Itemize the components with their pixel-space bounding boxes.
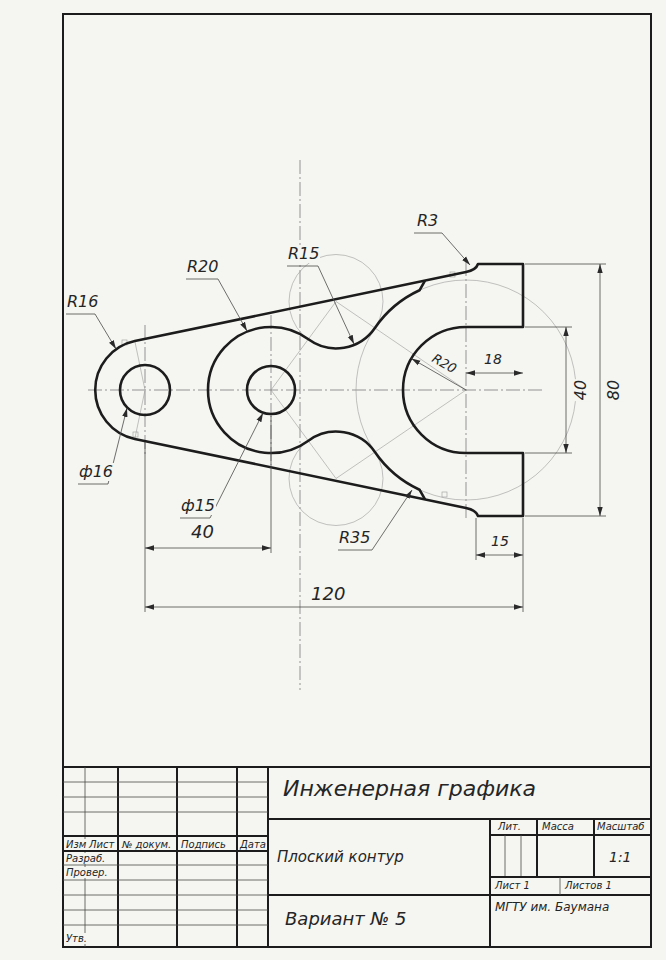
center-lines [88,160,545,690]
subject-title: Инженерная графика [282,777,537,801]
drawing-name: Плоский контур [276,849,405,866]
table-header: Лит. [497,821,522,832]
scale-value: 1:1 [608,850,633,865]
diameter-label: ф15 [180,497,216,515]
radius-label: R35 [338,529,371,547]
dimension-label: 120 [310,584,346,604]
table-cell: Провер. [65,867,109,878]
dimension-label: 80 [605,379,623,401]
radius-label: R20 [428,351,459,377]
dimension-label: 18 [483,352,503,367]
table-header: Лист [88,839,115,850]
table-header: Масштаб [596,821,646,832]
table-header: Подпись [180,839,227,850]
table-cell: Листов 1 [564,880,613,891]
table-cell: Разраб. [65,853,106,864]
dimension-label: 40 [572,379,590,401]
organization-name: МГТУ им. Баумана [494,901,610,914]
sheet-frame [63,14,651,947]
dimension-label: 15 [490,534,510,549]
table-header: Дата [239,839,267,850]
table-cell: Утв. [65,933,88,944]
radius-label: R3 [416,212,439,230]
radius-label: R16 [66,293,99,311]
table-header: Масса [541,821,575,832]
table-header: № докум. [121,839,172,850]
variant-number: Вариант № 5 [284,909,407,929]
table-header: Изм [65,839,87,850]
extension-lines [145,264,606,612]
radius-label: R20 [186,258,219,276]
radius-label: R15 [287,245,320,263]
title-block [63,767,651,947]
dimension-lines [145,264,600,607]
leader-lines [66,233,470,550]
diameter-label: ф16 [78,463,114,481]
dimension-label: 40 [190,522,215,542]
table-cell: Лист 1 [494,880,531,891]
part-contour [95,264,523,516]
